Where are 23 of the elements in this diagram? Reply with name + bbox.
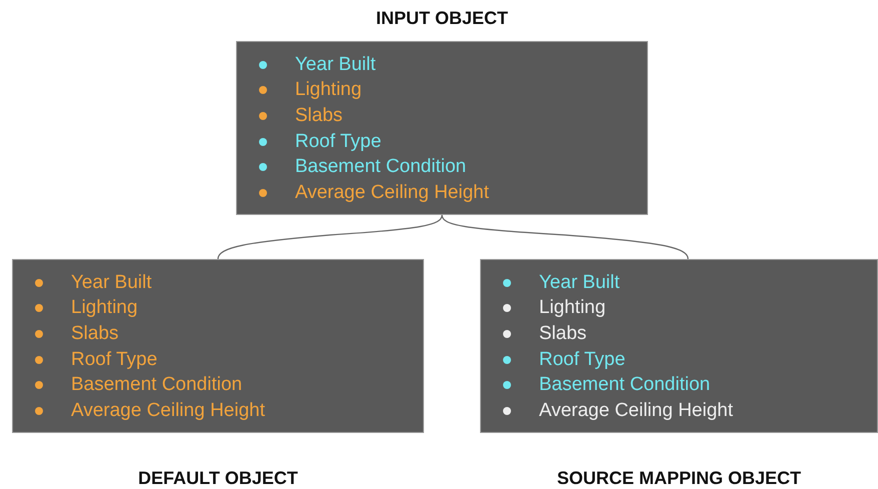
list-item: Year Built [295,54,376,76]
list-item: Slabs [539,322,587,345]
heading: INPUT OBJECT [374,8,509,29]
list-item: Roof Type [539,348,626,371]
list-item: Lighting [295,79,362,102]
list-item: Slabs [71,322,119,345]
connector-line [441,214,689,260]
heading: SOURCE MAPPING OBJECT [556,468,802,489]
list-item: Year Built [71,272,152,294]
list-item: Basement Condition [71,374,242,396]
list-item: Average Ceiling Height [295,182,489,204]
list-item: Lighting [539,297,606,320]
list-item: Year Built [539,272,620,294]
list-item: Lighting [71,297,138,320]
list-item: Basement Condition [295,156,466,178]
list-item: Average Ceiling Height [539,400,733,422]
list-item: Roof Type [71,348,158,371]
list-item: Average Ceiling Height [71,400,265,422]
list-item: Slabs [295,104,343,127]
heading: DEFAULT OBJECT [137,468,299,489]
list-item: Basement Condition [539,374,710,396]
connector-line [217,214,443,260]
list-item: Roof Type [295,130,382,153]
